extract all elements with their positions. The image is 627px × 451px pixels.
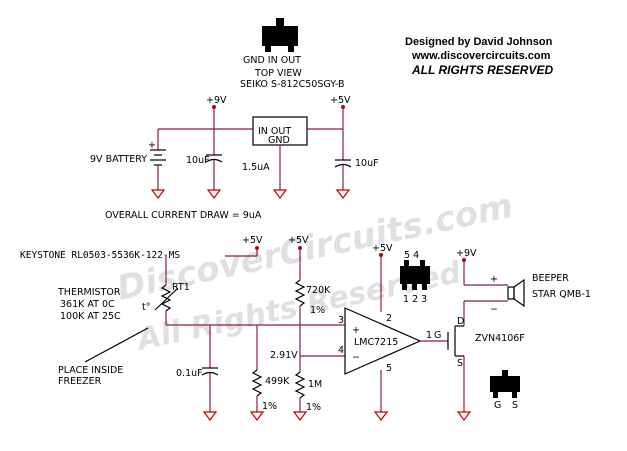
package-pins-label: GND IN OUT <box>243 55 301 66</box>
comparator-pin2-label: 2 <box>386 313 392 324</box>
rail-5v-label: +5V <box>330 95 351 106</box>
beeper-part-label: STAR QMB-1 <box>532 289 591 300</box>
comparator-pkg-bottom-pins: 1 2 3 <box>403 294 427 305</box>
total-draw-label: OVERALL CURRENT DRAW = 9uA <box>105 210 262 221</box>
fet-pkg-s-label: S <box>512 400 518 411</box>
rail-5v-comparator-label: +5V <box>372 243 393 254</box>
keystone-label: KEYSTONE RL0503-5536K-122-MS <box>20 250 180 261</box>
rt1-label: RT1 <box>172 282 190 293</box>
quiescent-label: 1.5uA <box>242 162 270 173</box>
beeper-label: BEEPER <box>532 273 569 284</box>
comparator-pin3-label: 3 <box>338 315 344 326</box>
rail-9v-label: +9V <box>206 95 227 106</box>
fet-g-label: G <box>434 330 441 341</box>
cap-in-label: 10uF <box>186 155 210 166</box>
thermistor-25c-label: 100K AT 25C <box>60 311 121 322</box>
r720-label: 720K <box>306 285 331 296</box>
comparator-minus-label: − <box>352 352 360 363</box>
comparator-plus-label: + <box>352 325 360 336</box>
comparator-part-label: LMC7215 <box>354 337 398 348</box>
vref-label: 2.91V <box>270 350 298 361</box>
rail-9v-output-label: +9V <box>456 248 477 259</box>
r499-label: 499K <box>265 376 290 387</box>
battery-label: 9V BATTERY <box>90 154 147 165</box>
r1m-label: 1M <box>308 379 322 390</box>
regulator-pins-label: IN OUT <box>258 126 291 137</box>
cap-filter-label: 0.1uF <box>176 368 203 379</box>
place-inside-label: PLACE INSIDE <box>58 365 123 376</box>
top-view-label: TOP VIEW <box>254 68 302 79</box>
rail-5v-keystone-label: +5V <box>242 235 263 246</box>
beeper-plus-label: + <box>490 274 498 285</box>
battery-plus-label: + <box>148 140 156 151</box>
output-circuit <box>447 258 525 421</box>
designer-text: Designed by David Johnson <box>405 36 553 48</box>
r720-tol-label: 1% <box>310 305 325 316</box>
fet-part-label: ZVN4106F <box>475 333 525 344</box>
regulator-circuit: +9V +5V + 9V BATTERY 10uF 10uF <box>90 95 379 199</box>
comparator-pin5-label: 5 <box>386 363 392 374</box>
regulator-part-label: SEIKO S-812C50SGY-B <box>240 79 345 90</box>
sensor-circuit <box>84 246 345 421</box>
cap-out-label: 10uF <box>355 158 379 169</box>
regulator-package-icon <box>262 18 298 52</box>
r499-tol-label: 1% <box>262 401 277 412</box>
thermistor-label: THERMISTOR <box>57 287 121 298</box>
fet-s-label: S <box>457 358 463 369</box>
rail-5v-divider-label: +5V <box>288 235 309 246</box>
fet-d-label: D <box>457 316 464 327</box>
comparator-pin1-label: 1 <box>426 330 432 341</box>
comparator-circuit <box>344 253 448 421</box>
regulator-gnd-label: GND <box>268 135 290 146</box>
comparator-pkg-top-pins: 5 4 <box>404 250 419 261</box>
thermistor-0c-label: 361K AT 0C <box>60 299 115 310</box>
fet-pkg-g-label: G <box>494 400 501 411</box>
r1m-tol-label: 1% <box>306 402 321 413</box>
thermistor-t-symbol: t° <box>142 302 150 313</box>
beeper-minus-label: − <box>490 304 498 315</box>
freezer-label: FREEZER <box>58 376 102 387</box>
comparator-pin4-label: 4 <box>338 345 344 356</box>
rights-text: ALL RIGHTS RESERVED <box>411 63 553 77</box>
website-text: www.discovercircuits.com <box>411 50 551 62</box>
